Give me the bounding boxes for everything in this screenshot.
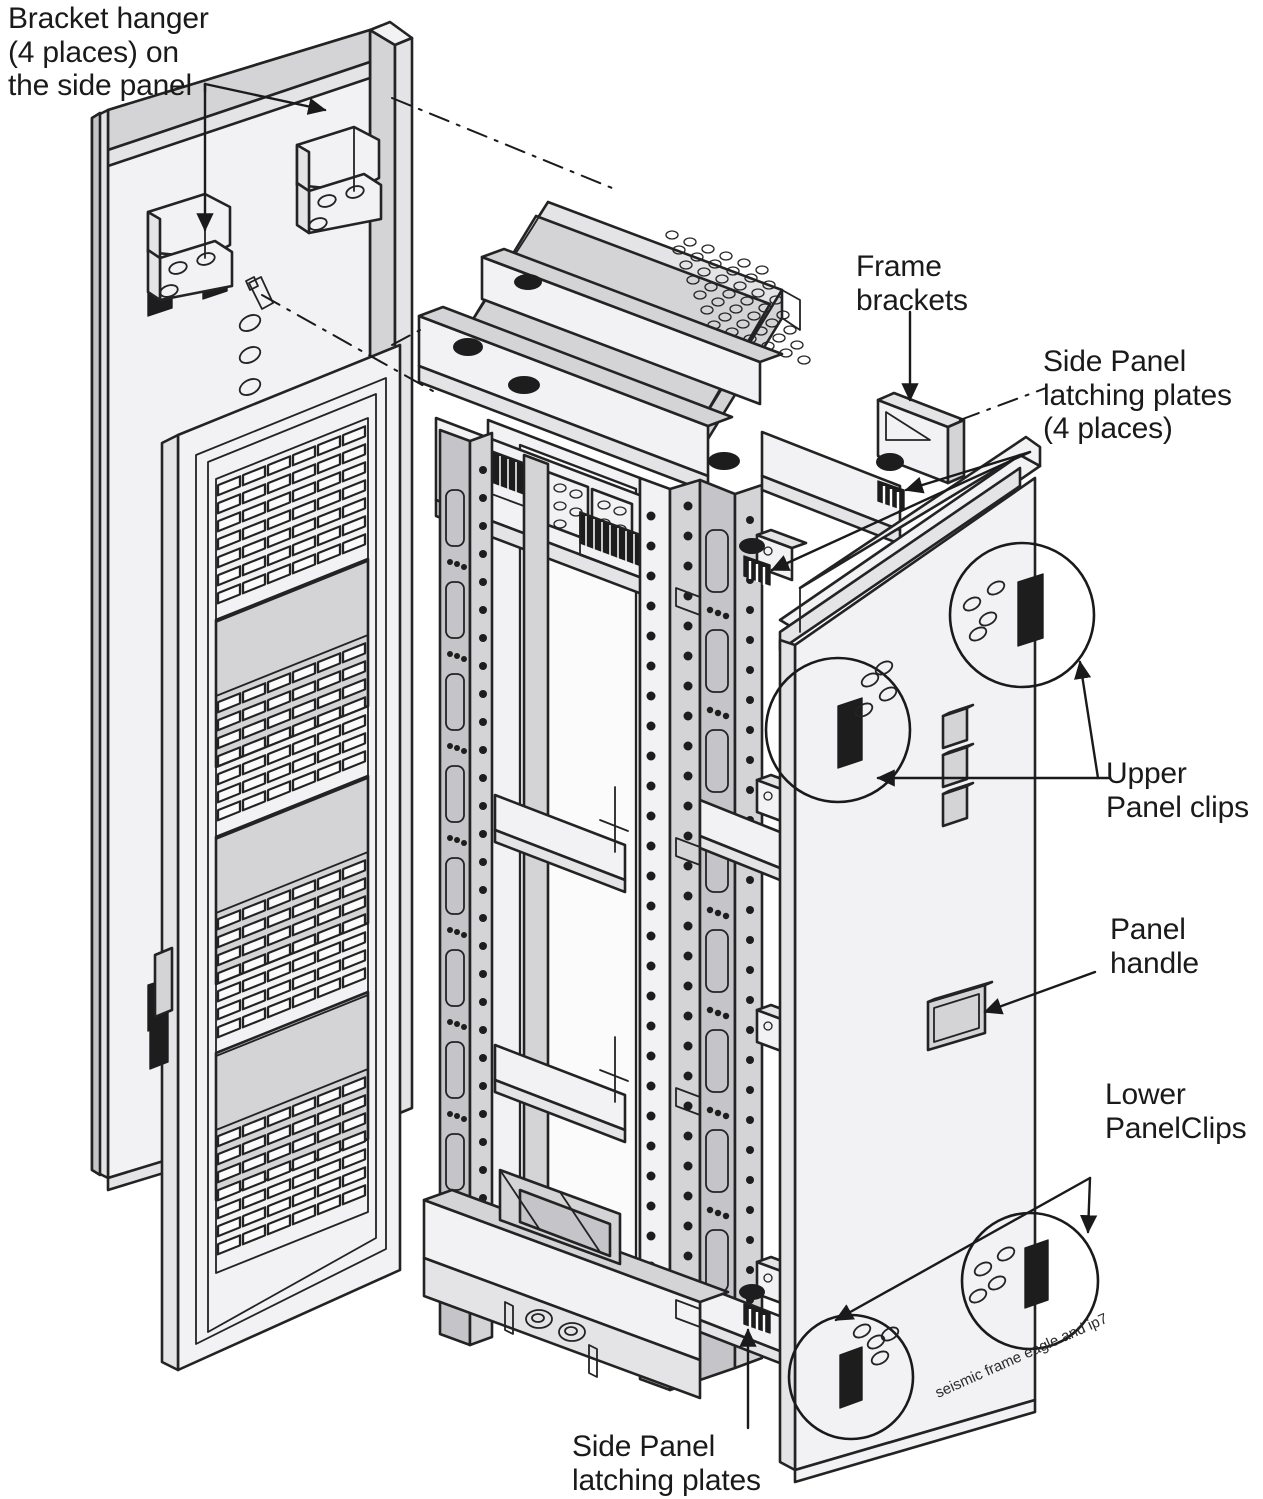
- panel-handle: [926, 980, 994, 1052]
- label-bracket-hanger-line2: (4 places) on: [8, 35, 179, 69]
- label-upper-panel-clips: Upper Panel clips: [1106, 757, 1249, 824]
- label-bracket-hanger-line3: the side panel: [8, 69, 193, 103]
- label-lower-panel-clips: Lower PanelClips: [1105, 1078, 1247, 1145]
- label-bracket-hanger: Bracket hanger (4 places) on the side pa…: [8, 2, 209, 103]
- door-leaf: [149, 343, 402, 1372]
- side-panel-assembly: [764, 435, 1100, 1484]
- rack-base: [422, 1168, 730, 1400]
- bracket-hanger-1: [146, 192, 234, 302]
- latching-plate-3: [743, 1303, 771, 1334]
- label-frame-brackets-line2: brackets: [856, 283, 968, 317]
- latching-plate-1: [877, 480, 905, 511]
- rack-rail-center-front: [638, 476, 702, 1392]
- rack-rear-top-beam: [480, 247, 784, 406]
- label-panel-handle: Panel handle: [1110, 913, 1199, 980]
- label-lpc-line2: PanelClips: [1105, 1111, 1247, 1145]
- callout-leaders: [196, 82, 1112, 1430]
- label-frame-brackets-line1: Frame: [856, 250, 942, 283]
- label-side-panel-latching-top: Side Panel latching plates (4 places): [1043, 345, 1232, 446]
- front-door-assembly: [90, 20, 414, 1372]
- label-lpc-line1: Lower: [1105, 1078, 1186, 1111]
- label-splb-line2: latching plates: [572, 1463, 761, 1497]
- label-splt-line1: Side Panel: [1043, 345, 1187, 378]
- top-cover-vent-holes: [665, 230, 811, 365]
- label-ph-line1: Panel: [1110, 913, 1186, 946]
- label-upc-line2: Panel clips: [1106, 790, 1249, 824]
- rack-top-beam: [417, 305, 740, 494]
- upper-panel-clips-detail: [764, 541, 1096, 804]
- rack-rail-left-front: [438, 428, 494, 1347]
- rack-rail-right-rear: [698, 478, 764, 1382]
- door-vent-panels: [215, 417, 369, 1274]
- label-side-panel-latching-bottom: Side Panel latching plates: [572, 1430, 761, 1497]
- label-ph-line2: handle: [1110, 946, 1199, 980]
- label-upc-line1: Upper: [1106, 757, 1187, 790]
- label-bracket-hanger-line1: Bracket hanger: [8, 2, 209, 35]
- lower-panel-clips-detail: [787, 1211, 1100, 1441]
- label-splt-line2: latching plates: [1043, 378, 1232, 412]
- label-splb-line1: Side Panel: [572, 1430, 716, 1463]
- bracket-hanger-2: [295, 125, 383, 235]
- label-frame-brackets: Frame brackets: [856, 250, 968, 317]
- label-splt-line3: (4 places): [1043, 412, 1173, 446]
- latching-plate-2: [743, 555, 771, 586]
- side-panel-latching-plates: [743, 480, 905, 1334]
